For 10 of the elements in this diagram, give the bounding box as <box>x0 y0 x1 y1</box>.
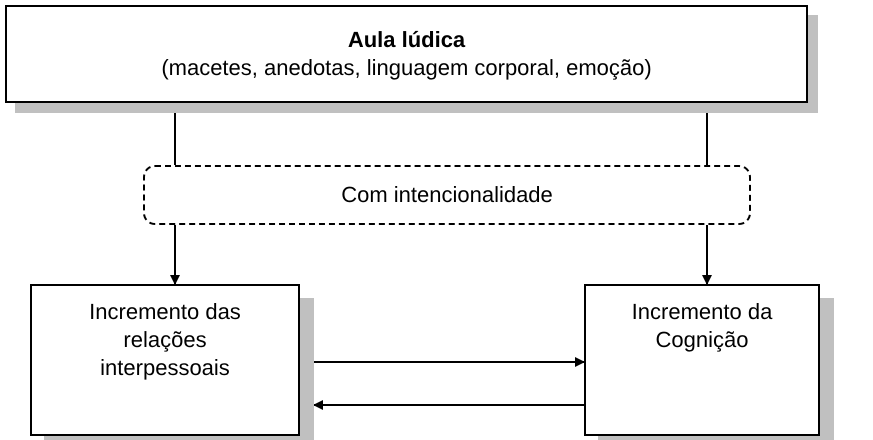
box-text: (macetes, anedotas, linguagem corporal, emoção) <box>160 54 653 82</box>
arrow <box>313 400 584 410</box>
box-text: Com intencionalidade <box>340 181 554 209</box>
dashed-box <box>143 165 751 225</box>
arrow <box>702 225 712 285</box>
arrow <box>314 357 585 367</box>
box-text: Incremento das relações interpessoais <box>88 298 242 382</box>
box-text: Incremento da Cognição <box>630 298 774 354</box>
arrow <box>170 225 180 285</box>
box-heading: Aula lúdica <box>346 26 466 54</box>
